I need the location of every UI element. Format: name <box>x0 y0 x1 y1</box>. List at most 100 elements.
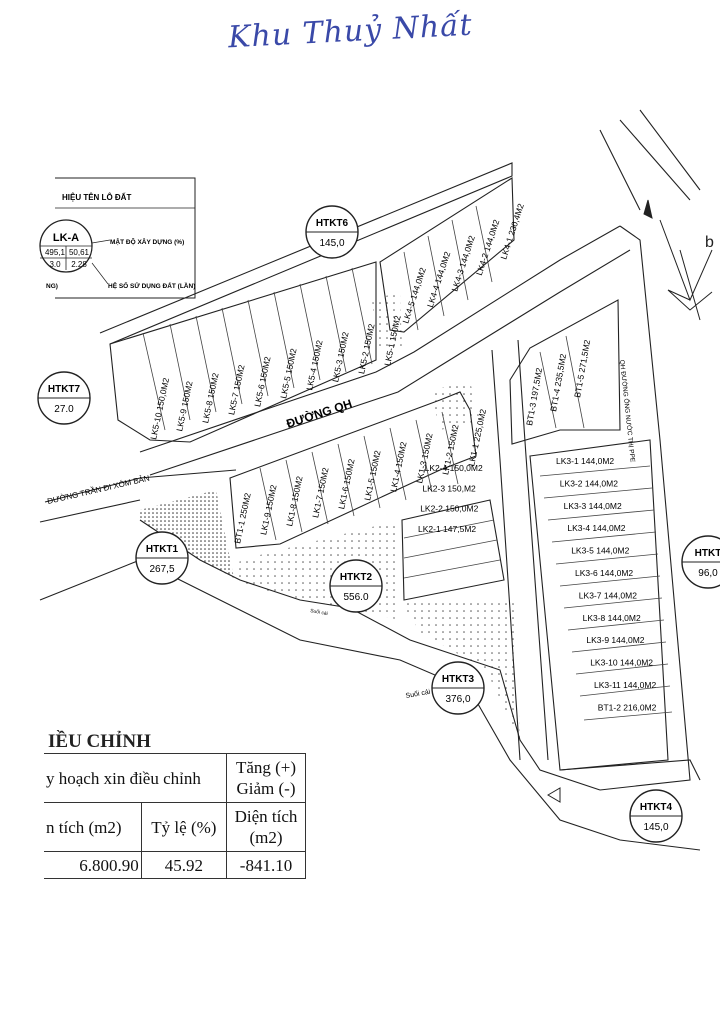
main-road-lower <box>149 249 631 476</box>
west-road-2 <box>39 499 141 523</box>
north-arrow-icon: b <box>643 199 714 321</box>
htkt-code: HTKT3 <box>442 674 475 685</box>
lot-label: LK1-5 150M2 <box>362 449 382 501</box>
delta-header-line2: (m2) <box>249 828 283 847</box>
delta-header: Diện tích (m2) <box>226 802 306 852</box>
lot-label: LK5-4 150M2 <box>304 339 324 391</box>
htkt1-area <box>140 490 234 578</box>
lk2-dividers <box>403 519 501 579</box>
lot-label: BT1-5 271,5M2 <box>572 339 592 399</box>
lot-label: LK3-4 144,0M2 <box>567 523 625 533</box>
lot-label: LK4-4 144,0M2 <box>425 250 453 309</box>
htkt-marker: HTKT1 267,5 <box>135 531 189 585</box>
lot-label: LK5-5 150M2 <box>278 347 298 399</box>
lot-label: LK5-7 150M2 <box>226 364 246 416</box>
htkt-marker: HTKT6 145,0 <box>305 205 359 259</box>
lot-label: BT1-3 197,5M2 <box>524 367 544 427</box>
bt1-east-block <box>509 299 621 445</box>
legend-far-label: HỆ SỐ SỬ DỤNG ĐẤT (LẦN) <box>108 280 195 290</box>
lot-label: LK3-8 144,0M2 <box>583 613 641 623</box>
htkt-marker: HTKT7 27.0 <box>37 371 91 425</box>
main-road-upper <box>139 225 621 453</box>
lk5-dividers <box>142 267 373 431</box>
htkt-code: HTKT6 <box>316 218 349 229</box>
legend-density: 50,61 <box>69 248 90 257</box>
inner-road-west <box>491 349 521 761</box>
htkt-area: 267,5 <box>149 564 174 575</box>
lk5-block <box>109 261 377 443</box>
lot-label: LK2-3 150,M2 <box>422 483 476 493</box>
lot-label: LK1-9 150M2 <box>258 484 278 536</box>
bottom-edge <box>559 759 701 781</box>
htkt-area: 145,0 <box>319 238 344 249</box>
lot-label: LK4-2 144,0M2 <box>474 218 502 277</box>
lot-label: BT1-2 216,0M2 <box>598 702 657 712</box>
lot-label: LK3-1 144,0M2 <box>556 456 614 466</box>
htkt-area: 96,0 <box>698 568 718 579</box>
area-value: 6.800.90 <box>44 851 142 879</box>
main-road-label: ĐƯỜNG QH <box>284 396 354 431</box>
ratio-value: 45.92 <box>140 851 228 879</box>
lot-label: LK3-9 144,0M2 <box>586 635 644 645</box>
delta-value: -841.10 <box>226 851 306 879</box>
flow-arrow-icon <box>547 787 561 803</box>
lot-label: LK4-3 144,0M2 <box>449 234 477 293</box>
legend-lot-code: LK-A <box>53 232 79 244</box>
lot-label: BT1-4 235,5M2 <box>548 353 568 413</box>
lot-label: LK1-6 150M2 <box>336 458 356 510</box>
lot-label: LK2-4 150,0M2 <box>425 463 483 473</box>
lot-label: LK5-6 150M2 <box>252 355 272 407</box>
compass-fragment: b <box>705 234 714 251</box>
lot-label: LK3-5 144,0M2 <box>571 546 629 556</box>
lot-label: LK1-4 150M2 <box>388 441 408 493</box>
area-header: n tích (m2) <box>44 802 142 852</box>
lot-label: LK4-1 230,4M2 <box>498 202 526 261</box>
legend-density-label: MẬT ĐỘ XÂY DỰNG (%) <box>110 237 184 246</box>
bt1-dividers <box>539 335 585 429</box>
htkt6-area <box>372 292 402 350</box>
lk1-dividers <box>259 411 459 541</box>
lot-label: LK3-11 144,0M2 <box>594 680 656 690</box>
lk3-block <box>529 439 669 771</box>
adjustment-table: y hoạch xin điều chỉnh Tăng (+) Giảm (-)… <box>44 753 306 879</box>
lot-label: LK1-3 150M2 <box>414 432 434 484</box>
west-road <box>44 469 237 503</box>
lot-label: LK2-2 150,0M2 <box>420 504 478 514</box>
lk4-block <box>379 177 515 333</box>
htkt-corner-area <box>430 382 480 430</box>
lot-label: LK3-6 144,0M2 <box>575 568 633 578</box>
inner-road-east <box>517 339 549 761</box>
change-header-line1: Tăng (+) <box>235 758 297 777</box>
htkt-marker: HTKT3 376,0 <box>431 661 485 715</box>
htkt-code: HTKT7 <box>48 384 81 395</box>
htkt-area: 376,0 <box>445 694 470 705</box>
lot-label: LK1-8 150M2 <box>284 475 304 527</box>
east-boundary <box>599 225 691 791</box>
lot-label: LK5-9 150M2 <box>174 380 194 432</box>
delta-header-line1: Diện tích <box>234 807 298 826</box>
lk1-block <box>229 391 477 549</box>
lot-label: LK5-8 150M2 <box>200 372 220 424</box>
right-road-label: QH ĐƯỜNG ỐNG NƯỚC THỊ PPE <box>618 359 639 463</box>
change-header: Tăng (+) Giảm (-) <box>226 753 306 803</box>
lot-label: LK5-3 150M2 <box>330 331 350 383</box>
legend-far: 2.28 <box>71 260 87 269</box>
htkt-area: 27.0 <box>54 404 74 415</box>
stream-label-small: Suối cái <box>310 608 329 617</box>
lot-label: LK2-1 147,5M2 <box>418 524 476 534</box>
ratio-header: Tỷ lệ (%) <box>140 802 228 852</box>
lot-label: LK3-3 144,0M2 <box>564 501 622 511</box>
change-header-line2: Giảm (-) <box>236 779 296 798</box>
ne-corridor <box>599 109 701 211</box>
htkt-code: HTKT2 <box>340 572 373 583</box>
lot-label: LK1-7 150M2 <box>310 466 330 518</box>
htkt-code: HTKT1 <box>146 544 179 555</box>
lot-label: BT1-1 250M2 <box>232 492 253 545</box>
lot-label: LK5-2 150M2 <box>356 323 376 375</box>
htkt3-area <box>400 600 520 740</box>
htkt-code: HTKT4 <box>640 802 673 813</box>
